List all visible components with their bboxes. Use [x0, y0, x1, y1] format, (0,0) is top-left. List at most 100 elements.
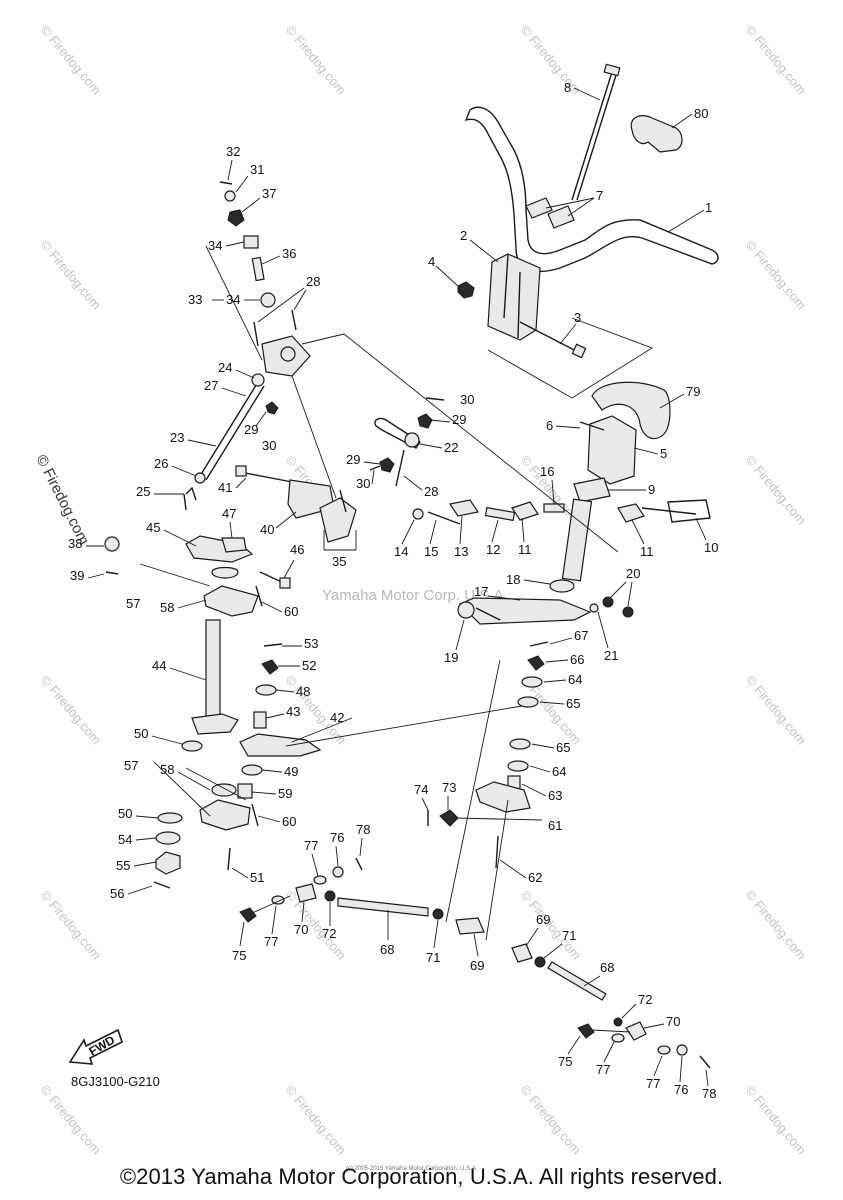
bolt-3-head	[571, 343, 587, 359]
callout-51: 51	[250, 870, 264, 885]
collar-58	[211, 783, 237, 797]
cotter-56	[153, 881, 171, 889]
callout-70b: 70	[666, 1014, 680, 1029]
callout-39: 39	[70, 568, 84, 583]
callout-30b: 30	[356, 476, 370, 491]
bracket-58	[203, 585, 259, 617]
callout-25: 25	[136, 484, 150, 499]
rod-end-70b	[625, 1021, 647, 1041]
callout-43: 43	[286, 704, 300, 719]
callout-45: 45	[146, 520, 160, 535]
joint-26	[194, 472, 206, 484]
callout-11b-leader	[521, 517, 525, 543]
bolt-28c	[183, 493, 187, 511]
callout-20-leader	[627, 581, 633, 607]
callout-29: 29	[452, 412, 466, 427]
nut-20	[622, 606, 634, 618]
callout-78: 78	[356, 822, 370, 837]
callout-45-leader	[163, 529, 197, 547]
cotter-pin-32	[219, 181, 233, 185]
arm-eye	[457, 601, 475, 619]
nut-55	[155, 851, 181, 875]
callout-79-leader	[659, 393, 685, 409]
callout-24-leader	[235, 369, 255, 379]
grease-25	[185, 486, 197, 501]
callout-36: 36	[282, 246, 296, 261]
callout-76: 76	[330, 830, 344, 845]
bolt-15	[427, 511, 461, 525]
rod-23	[199, 381, 259, 477]
locknut-72b	[613, 1017, 623, 1027]
callout-69: 69	[470, 958, 484, 973]
callout-20-leader	[609, 581, 627, 599]
callout-80-leader	[671, 113, 693, 129]
callout-64b-leader	[529, 765, 551, 773]
handlebar-assembly	[457, 63, 719, 399]
callout-57: 57	[126, 596, 140, 611]
callout-14: 14	[394, 544, 408, 559]
clip-39	[105, 571, 119, 575]
callout-11: 11	[640, 544, 654, 559]
callout-60b: 60	[282, 814, 296, 829]
bolt-3	[519, 321, 579, 353]
bracket-57	[199, 799, 251, 831]
cotter-67	[529, 641, 549, 647]
holder-edge	[503, 253, 509, 319]
callout-11-leader	[631, 519, 645, 545]
holder-edge	[517, 271, 521, 339]
callout-56: 56	[110, 886, 124, 901]
cover-80	[630, 115, 683, 153]
side-watermark: © Firedog.com	[32, 452, 92, 548]
nut-4	[457, 281, 475, 299]
callout-3-leader	[559, 323, 577, 345]
washer-48	[255, 684, 277, 696]
callout-54-leader	[135, 837, 157, 841]
callout-71: 71	[426, 950, 440, 965]
callout-54: 54	[118, 832, 132, 847]
callout-8-leader	[573, 87, 601, 101]
watermark: © Firedog.com	[743, 672, 809, 747]
callout-70b-leader	[643, 1023, 665, 1029]
washer-65	[517, 696, 539, 708]
shaft-36	[251, 256, 265, 282]
fwd-arrow-icon	[68, 1028, 123, 1065]
clamp-7b	[547, 205, 575, 229]
callout-36-leader	[261, 255, 281, 265]
rod-end-70	[295, 883, 317, 903]
nut-37	[227, 209, 245, 227]
callout-48-leader	[275, 689, 295, 693]
callout-40: 40	[260, 522, 274, 537]
collar-43	[253, 711, 267, 729]
callout-68b-leader	[583, 975, 601, 987]
bolt-10	[641, 507, 697, 515]
callout-46-leader	[283, 559, 295, 579]
callout-76b: 76	[674, 1082, 688, 1097]
callout-77-leader	[311, 853, 319, 877]
watermark: © Firedog.com	[38, 672, 104, 747]
callout-49-leader	[261, 769, 283, 773]
callout-75b-leader	[567, 1035, 581, 1055]
callout-48: 48	[296, 684, 310, 699]
bracket-11b	[511, 501, 539, 521]
collar-59	[237, 783, 253, 799]
sleeve-16	[543, 503, 565, 513]
callout-28c-leader	[293, 289, 307, 311]
callout-28: 28	[424, 484, 438, 499]
watermark: © Firedog.com	[283, 22, 349, 97]
collar-34b	[260, 292, 276, 308]
watermark-layer: © Firedog.com © Firedog.com © Firedog.co…	[32, 22, 809, 1157]
callout-58b-leader	[177, 771, 211, 791]
nut-20	[602, 596, 614, 608]
bolt-17	[475, 607, 501, 621]
callout-62: 62	[528, 870, 542, 885]
leader-42b	[291, 717, 353, 743]
callout-10-leader	[695, 517, 707, 541]
callout-18-leader	[523, 579, 551, 585]
arm-61	[475, 781, 531, 813]
watermark: © Firedog.com	[38, 237, 104, 312]
fwd-label: FWD	[87, 1033, 118, 1059]
callout-1: 1	[705, 200, 712, 215]
callout-73: 73	[442, 780, 456, 795]
bracket-boss	[280, 346, 296, 362]
callout-62-leader	[499, 859, 527, 879]
